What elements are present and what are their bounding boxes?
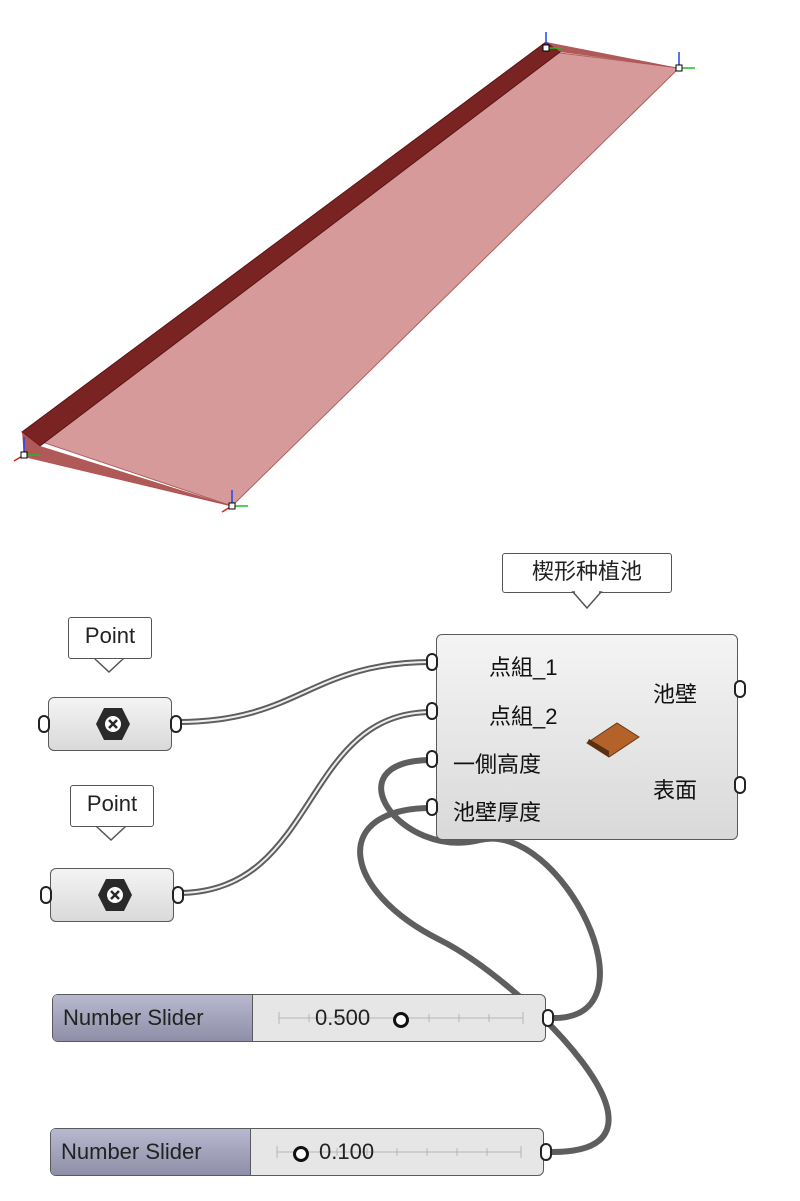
parameter-x-icon <box>98 879 132 911</box>
input-label-wall-thickness: 池壁厚度 <box>453 800 542 825</box>
input-grip-points-1[interactable] <box>426 653 438 671</box>
point1-input-grip[interactable] <box>38 715 50 733</box>
cluster-name: 楔形种植池 <box>531 559 642 584</box>
slider-label: Number Slider <box>53 995 253 1041</box>
move-gizmo-icon[interactable] <box>542 32 562 52</box>
move-gizmo-icon[interactable] <box>221 490 248 513</box>
output-label-surface: 表面 <box>653 778 698 803</box>
input-grip-wall-thickness[interactable] <box>426 798 438 816</box>
number-slider-2[interactable]: Number Slider 0.100 <box>50 1128 544 1176</box>
input-grip-side-height[interactable] <box>426 750 438 768</box>
slider-label: Number Slider <box>51 1129 251 1175</box>
wedge-planter-geometry <box>21 41 681 507</box>
point-balloon-label: Point <box>86 791 138 816</box>
slider-track[interactable] <box>253 1129 545 1175</box>
slider-value: 0.500 <box>315 1005 371 1030</box>
point-balloon-1: Point <box>68 617 152 659</box>
rhino-viewport[interactable] <box>0 0 800 530</box>
point-parameter-2[interactable] <box>50 868 174 922</box>
slider-knob[interactable] <box>293 1146 309 1162</box>
slider-track[interactable] <box>255 995 547 1041</box>
wire-slider2-to-thickness <box>357 805 612 1155</box>
wire-point2-to-input2 <box>175 709 435 896</box>
wedge-planter-cluster[interactable]: 点組_1 点組_2 一側高度 池壁厚度 池壁 表面 <box>436 634 738 840</box>
input-label-points-2: 点組_2 <box>489 704 558 729</box>
input-label-side-height: 一側高度 <box>453 752 542 777</box>
slider1-output-grip[interactable] <box>542 1009 554 1027</box>
cluster-name-balloon: 楔形种植池 <box>502 553 672 593</box>
point2-output-grip[interactable] <box>172 886 184 904</box>
output-grip-wall[interactable] <box>734 680 746 698</box>
parameter-x-icon <box>96 708 130 740</box>
point1-output-grip[interactable] <box>170 715 182 733</box>
slider2-output-grip[interactable] <box>540 1143 552 1161</box>
point-parameter-1[interactable] <box>48 697 172 751</box>
input-label-points-1: 点組_1 <box>489 655 558 680</box>
point2-input-grip[interactable] <box>40 886 52 904</box>
slider-value: 0.100 <box>319 1139 375 1164</box>
planter-wall-end <box>546 42 679 68</box>
output-grip-surface[interactable] <box>734 776 746 794</box>
point-balloon-label: Point <box>84 623 136 648</box>
move-gizmo-icon[interactable] <box>13 437 40 462</box>
output-label-wall: 池壁 <box>653 682 698 707</box>
wedge-surface-icon <box>586 722 640 758</box>
point-balloon-2: Point <box>70 785 154 827</box>
input-grip-points-2[interactable] <box>426 702 438 720</box>
slider-knob[interactable] <box>393 1012 409 1028</box>
number-slider-1[interactable]: Number Slider 0.500 <box>52 994 546 1042</box>
move-gizmo-icon[interactable] <box>675 52 695 72</box>
